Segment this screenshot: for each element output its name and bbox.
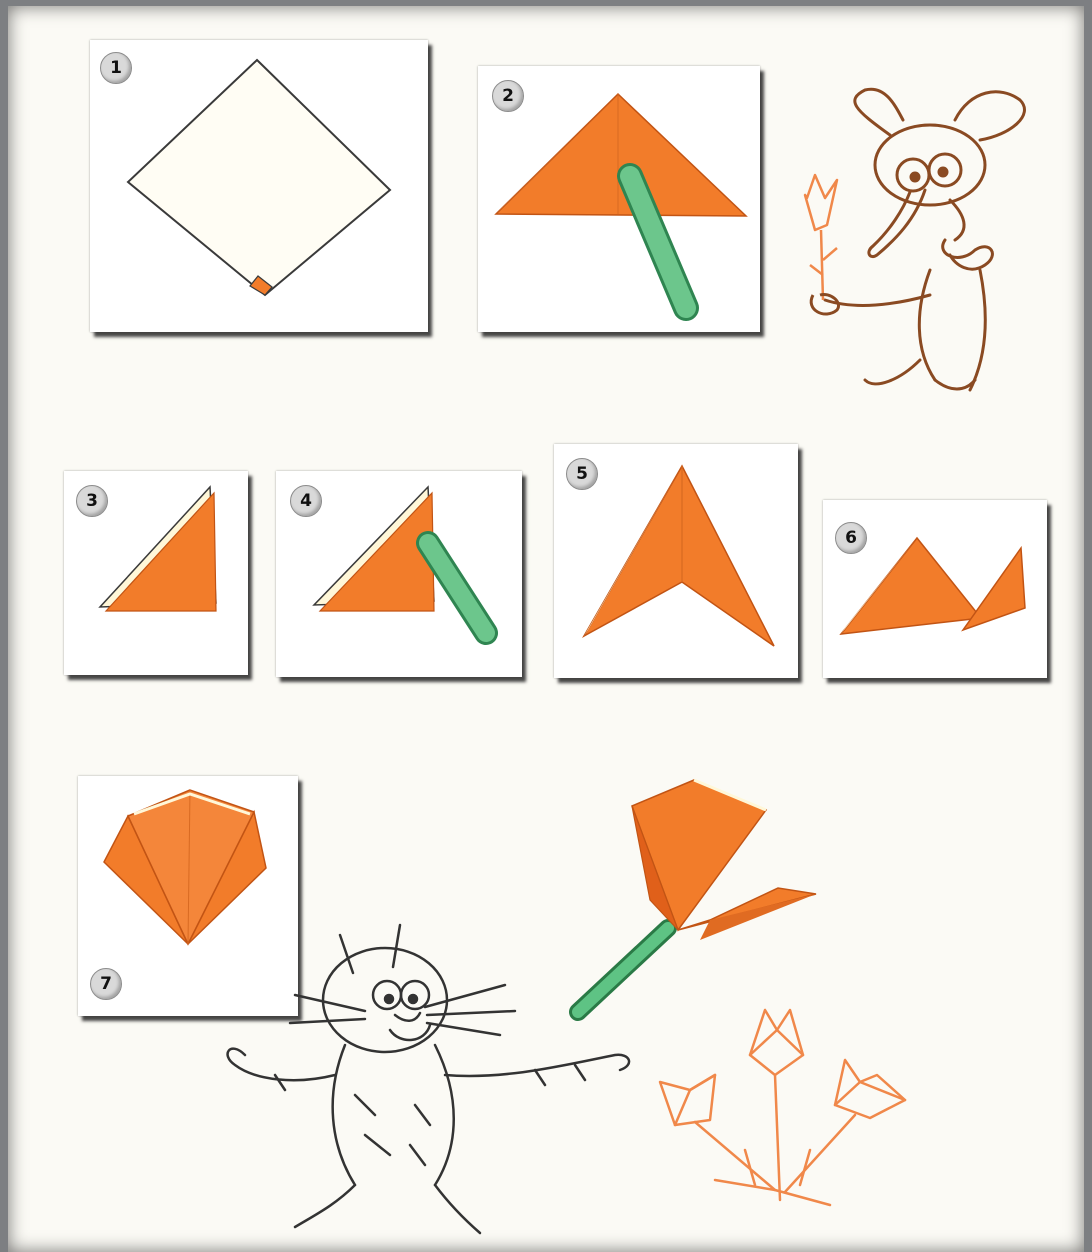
step-card-4: 4: [276, 471, 522, 677]
half-triangle-shape: [64, 471, 248, 675]
elephant-with-tulip-sketch: [785, 80, 1055, 410]
paper-diamond-shape: [90, 40, 428, 332]
folded-triangle-shape: [478, 66, 760, 332]
half-triangle-with-stick-shape: [276, 471, 522, 677]
arrow-fold-shape: [554, 444, 798, 678]
folding-stick-icon: [428, 543, 486, 633]
side-flap-shape: [823, 500, 1047, 678]
step-card-2: 2: [478, 66, 760, 332]
step-card-3: 3: [64, 471, 248, 675]
step-card-1: 1: [90, 40, 428, 332]
step-card-6: 6: [823, 500, 1047, 678]
cat-sketch: [215, 915, 635, 1245]
step-card-5: 5: [554, 444, 798, 678]
tulip-bouquet-sketch: [655, 1000, 925, 1230]
